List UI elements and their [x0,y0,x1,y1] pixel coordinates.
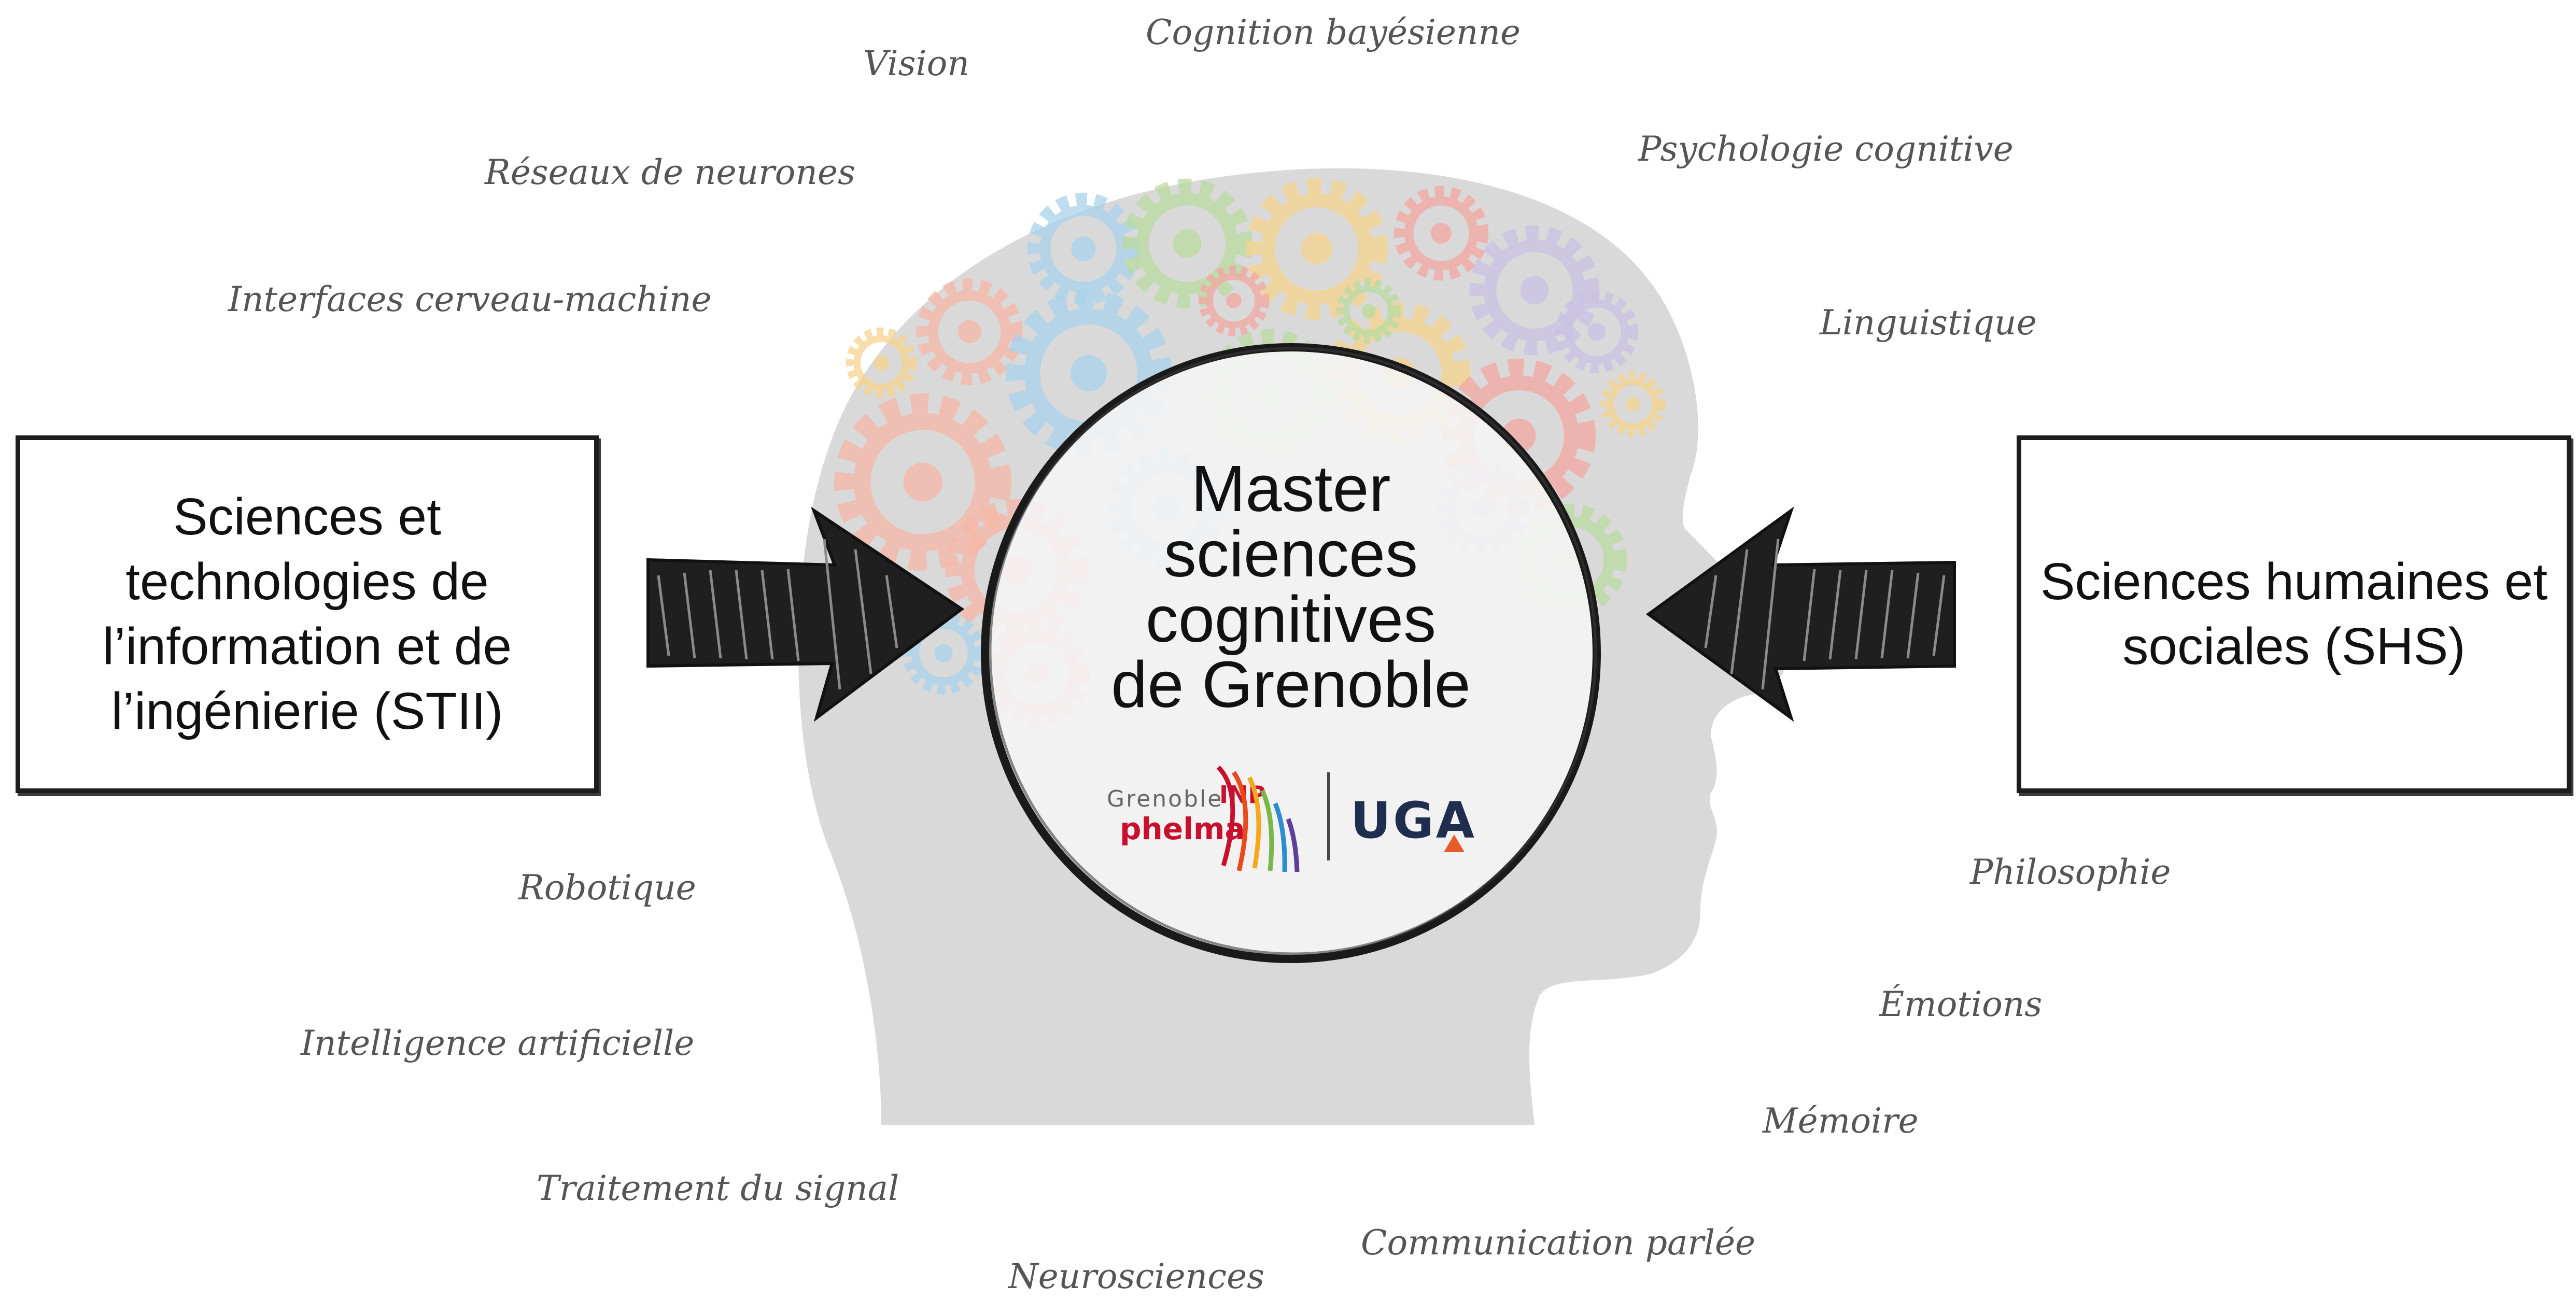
gear-icon [1246,178,1388,320]
topic-traitement-du-signal: Traitement du signal [537,1168,899,1208]
topic-philosophie: Philosophie [1970,852,2171,892]
topic-reseaux-de-neurones: Réseaux de neurones [485,152,855,192]
center-title: Master sciences cognitives de Grenoble [964,456,1617,717]
right-arrow-hatching [1704,539,1946,690]
gear-icon [1198,265,1270,336]
gear-icon [1027,192,1140,305]
right-box-line: Sciences humaines et [2040,553,2548,611]
topic-emotions: Émotions [1879,984,2043,1024]
gear-icon [1600,372,1666,437]
left-box-line: l’information et de [102,617,512,675]
uga-triangle-icon [1444,835,1465,852]
grenoble-inp-school-label: Grenoble [1107,786,1223,812]
center-title-line: Master [1191,452,1391,525]
topic-linguistique: Linguistique [1820,303,2037,343]
topic-memoire: Mémoire [1763,1101,1919,1141]
gear-icon [846,327,917,399]
logos: Grenoble INP phelma UGA [1099,746,1493,881]
center-title-line: de Grenoble [1111,648,1471,721]
topic-neurosciences: Neurosciences [1008,1256,1265,1296]
gear-icon [916,278,1023,385]
left-box-stii: Sciences et technologies de l’informatio… [16,435,599,793]
gear-icon [1469,225,1600,356]
gear-icon [834,393,1011,571]
gear-icon [1122,178,1252,309]
gear-icon [1393,186,1489,281]
right-box-shs: Sciences humaines et sociales (SHS) [2017,435,2571,793]
topic-cognition-bayesienne: Cognition bayésienne [1146,12,1521,52]
phelma-label: phelma [1120,811,1245,846]
center-title-line: sciences [1163,517,1418,590]
topic-robotique: Robotique [518,868,696,908]
topic-communication-parlee: Communication parlée [1361,1223,1756,1263]
center-title-line: cognitives [1145,583,1437,656]
left-box-line: l’ingénierie (STII) [111,682,503,740]
gear-icon [1336,278,1401,344]
gear-icon [1555,290,1638,373]
topic-interfaces-cerveau-machine: Interfaces cerveau-machine [228,279,712,319]
right-box-line: sociales (SHS) [2122,617,2466,675]
center-circle-sketch-ring [989,347,1597,955]
topic-intelligence-artificielle: Intelligence artificielle [301,1023,695,1063]
left-arrow [646,506,965,722]
topic-vision: Vision [863,44,969,83]
topic-psychologie-cognitive: Psychologie cognitive [1638,129,2014,169]
left-box-line: Sciences et [173,488,441,546]
left-box-line: technologies de [125,553,489,611]
left-arrow-hatching [657,539,898,690]
phelma-stripes-icon [1216,765,1300,872]
logo-divider [1327,772,1330,860]
